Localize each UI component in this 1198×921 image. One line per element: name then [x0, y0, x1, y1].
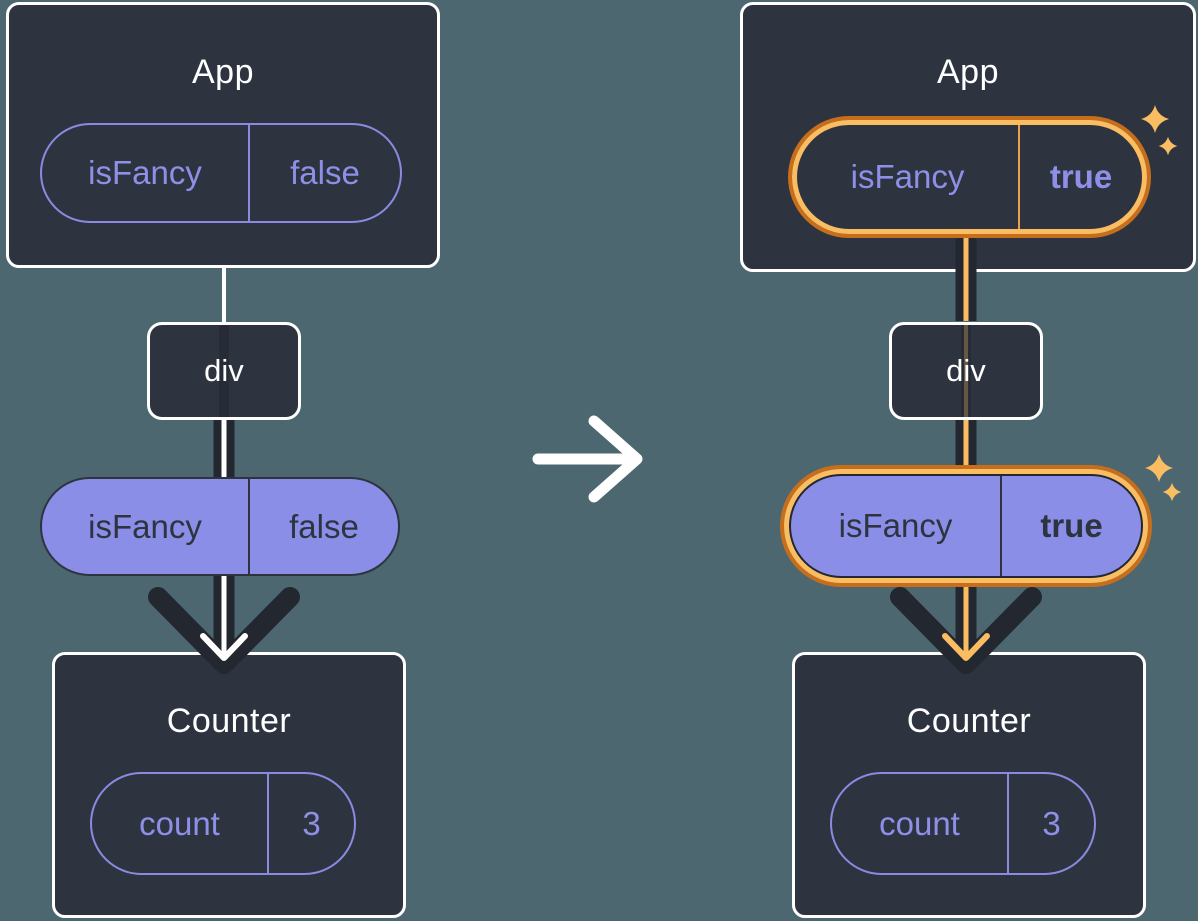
prop-name: isFancy: [88, 154, 202, 191]
prop-flow-stripe-core: [964, 325, 968, 417]
highlight-ring: isFancy true: [780, 465, 1152, 587]
sparkle-icon: [1162, 482, 1182, 502]
app-title-after: App: [937, 53, 999, 91]
passed-prop-pill-after: isFancy true: [789, 474, 1143, 578]
div-label: div: [946, 353, 986, 388]
div-label: div: [204, 353, 244, 388]
counter-title-before: Counter: [166, 702, 292, 740]
prop-name: isFancy: [88, 507, 202, 545]
prop-value: true: [1018, 125, 1142, 229]
div-node-after: div: [889, 322, 1043, 420]
state-name: count: [139, 804, 220, 842]
prop-flow-stripe: [219, 325, 229, 417]
sparkle-icon: [1145, 454, 1173, 482]
counter-title-after: Counter: [906, 702, 1032, 740]
sparkle-icon: [1158, 136, 1178, 156]
prop-value: false: [248, 125, 400, 221]
counter-state-pill-after: count 3: [830, 772, 1096, 875]
state-name: count: [879, 804, 960, 842]
transition-arrow-icon: [532, 415, 643, 503]
prop-value: false: [248, 479, 398, 574]
sparkle-icon: [1141, 105, 1169, 133]
prop-value: true: [1000, 476, 1141, 576]
passed-prop-pill-before: isFancy false: [40, 477, 400, 576]
prop-flow-stripe: [961, 325, 971, 417]
div-node-before: div: [147, 322, 301, 420]
state-value: 3: [267, 774, 354, 873]
counter-state-pill-before: count 3: [90, 772, 356, 875]
app-prop-pill-after: isFancy true: [792, 120, 1147, 234]
prop-name: isFancy: [838, 507, 953, 544]
app-title-before: App: [192, 53, 254, 91]
passed-prop-pill-after-ring: isFancy true: [784, 469, 1148, 583]
app-prop-pill-before: isFancy false: [40, 123, 402, 223]
state-value: 3: [1007, 774, 1094, 873]
highlight-ring: isFancy true: [788, 116, 1151, 238]
prop-name: isFancy: [850, 158, 965, 195]
